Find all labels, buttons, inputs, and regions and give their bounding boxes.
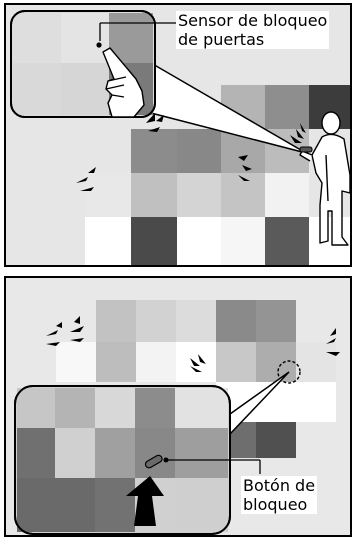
lock-button-label-line2: bloqueo [243,495,315,514]
lock-button-label-line1: Botón de [243,476,315,495]
sensor-dot [96,42,101,47]
door-sensor-label: Sensor de bloqueo de puertas [176,11,329,49]
door-sensor-illustration-panel: Sensor de bloqueo de puertas [4,3,352,267]
door-handle-icon [300,147,312,152]
lock-button-illustration-panel: Botón de bloqueo [4,276,352,537]
door-sensor-inset [11,11,155,117]
door-sensor-label-line1: Sensor de bloqueo [178,11,327,30]
lock-button-label: Botón de bloqueo [241,476,317,514]
door-sensor-label-line2: de puertas [178,30,327,49]
